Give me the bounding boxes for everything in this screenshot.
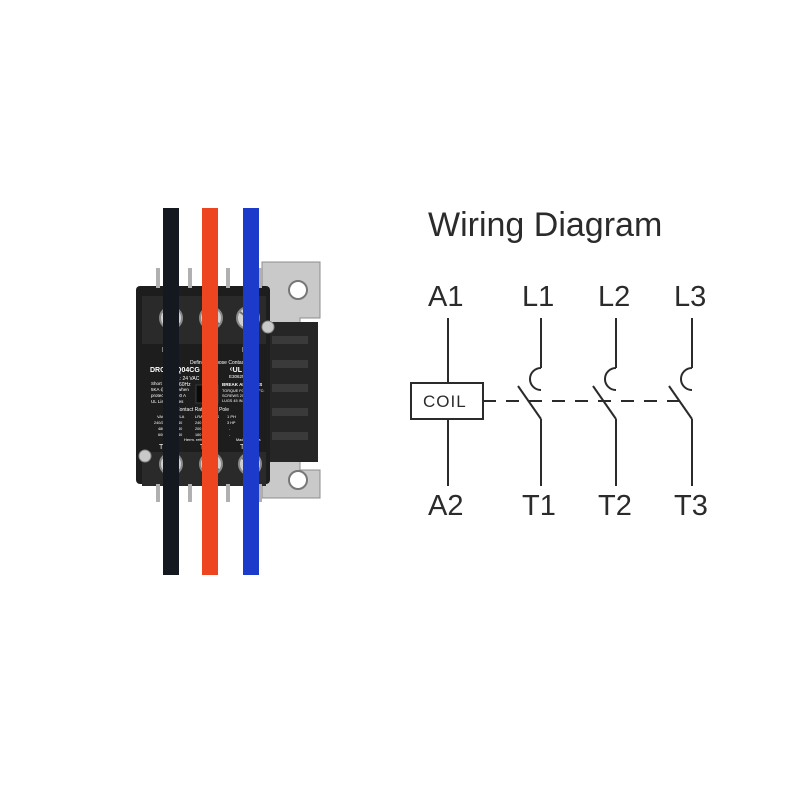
torque-line-3: LUGS 45 IN.LBS — [222, 399, 251, 403]
pole-3-contact — [668, 385, 693, 420]
rating-header-lra: LRA — [195, 414, 203, 419]
coil-rating: COIL: 24 VAC — [168, 376, 200, 382]
rating-cell: 40 — [178, 427, 182, 431]
terminal-l3: L3 — [674, 281, 706, 313]
rating-cell: 40 — [178, 433, 182, 437]
terminal-a1: A1 — [428, 281, 463, 313]
rating-cell: - — [229, 427, 231, 431]
coil-frequency: 50/60Hz — [172, 382, 191, 388]
break-all-lines: BREAK ALL LINES — [222, 382, 262, 387]
terminal-t3: T3 — [674, 490, 708, 522]
mounting-hole-bottom — [288, 470, 308, 490]
wiring-schematic — [410, 318, 693, 486]
terminal-a2: A2 — [428, 490, 463, 522]
pole-3-arc — [680, 367, 693, 391]
coil-screw-top — [261, 320, 275, 334]
mounting-hole-top — [288, 280, 308, 300]
rating-header-1ph: 1 PH — [227, 414, 236, 419]
rating-cell: 240 — [195, 421, 201, 425]
rating-cell: 480 — [158, 427, 164, 431]
terminal-l1: L1 — [522, 281, 554, 313]
cert-id: E306253 — [229, 374, 248, 379]
rating-cell: 40 — [178, 421, 182, 425]
terminal-t2: T2 — [598, 490, 632, 522]
contactor-type-label: Definite Purpose Contactor — [190, 360, 250, 366]
contactor-photo: L1 L2 L3 Definite Purpose Contactor DRC-… — [136, 208, 321, 575]
pole-1-contact — [517, 385, 542, 420]
terminal-t1: T1 — [522, 490, 556, 522]
terminal-l2: L2 — [598, 281, 630, 313]
rating-header-fla: FLA — [177, 414, 185, 419]
rating-cell: 240/277 — [154, 421, 168, 425]
coil-label: COIL — [423, 392, 467, 411]
wire-black — [163, 208, 179, 575]
rating-cell: - — [229, 433, 231, 437]
rating-cell: 160 — [195, 433, 201, 437]
pole-2-arc — [604, 367, 617, 391]
wire-red — [202, 208, 218, 575]
rating-header-vac: VAC — [157, 414, 165, 419]
pole-1-arc — [529, 367, 542, 391]
coil-screw-bottom — [138, 449, 152, 463]
diagram-title: Wiring Diagram — [428, 206, 662, 244]
wire-blue — [243, 208, 259, 575]
rating-cell: 600 — [158, 433, 164, 437]
rating-cell: 3 HP — [227, 421, 236, 425]
rating-cell: 200 — [195, 427, 201, 431]
ul-mark: ᶜUL — [230, 367, 243, 374]
rating-note: Herm. refrig. comp. — [184, 437, 218, 442]
torque-line-2: SCREWS 20 IN.LBS — [222, 394, 257, 398]
pole-2-contact — [592, 385, 617, 420]
